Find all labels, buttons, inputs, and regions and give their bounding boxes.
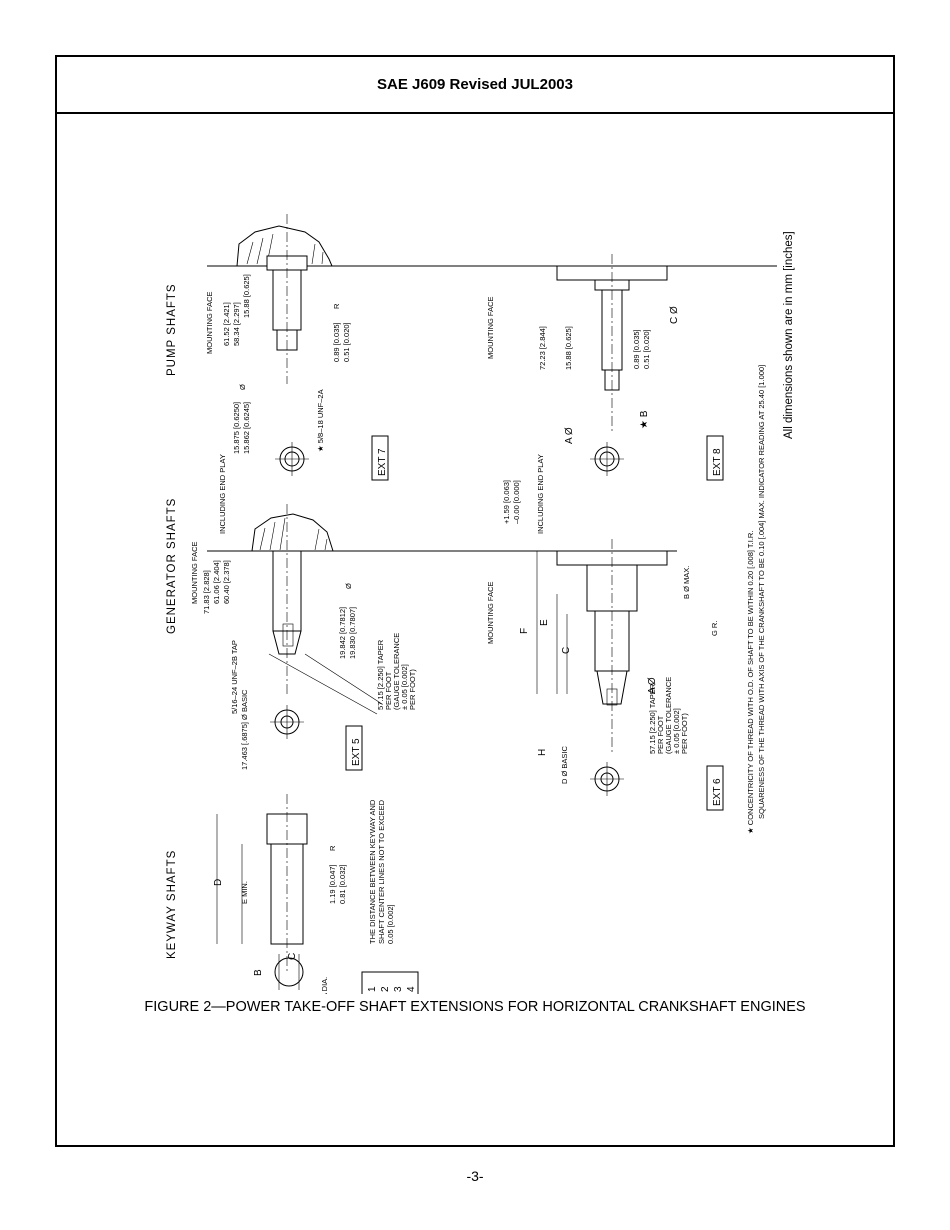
key-radius-r: R <box>328 845 337 851</box>
key-note1: THE DISTANCE BETWEEN KEYWAY AND <box>368 799 377 944</box>
pump-radius-top: 0.89 [0.035] <box>332 322 341 362</box>
pump-mounting-face: MOUNTING FACE <box>205 291 214 354</box>
key-note3: 0.05 [0.002] <box>386 904 395 944</box>
pump-dim-15: 15.88 [0.625] <box>242 274 251 318</box>
gen6-a-dia: A Ø <box>647 677 658 694</box>
ext2-label: EXT 2 <box>380 986 391 994</box>
gen-tap: 5/16–24 UNF–2B TAP <box>230 640 239 714</box>
ext8-drawing <box>556 254 668 476</box>
gen6-c: C <box>561 647 572 654</box>
ext3-label: EXT 3 <box>393 986 404 994</box>
gen6-tol-bot: –0.00 [0.000] <box>512 480 521 524</box>
gen-basic: 17.463 [.6875] Ø BASIC <box>240 689 249 770</box>
gen6-mounting-face: MOUNTING FACE <box>486 581 495 644</box>
key-d: D <box>213 879 224 886</box>
ext8-box <box>706 435 724 481</box>
document-header: SAE J609 Revised JUL2003 <box>57 57 893 114</box>
gen-dim-71: 71.83 [2.828] <box>202 570 211 614</box>
key-a-dia: A DIA. <box>320 977 329 994</box>
pump8-dim-15: 15.88 [0.625] <box>564 326 573 370</box>
key-radius-bot: 0.81 [0.032] <box>338 864 347 904</box>
ext6-label: EXT 6 <box>712 778 723 806</box>
pump-radius-r: R <box>332 303 341 309</box>
pump8-radius-bot: 0.51 [0.020] <box>642 329 651 369</box>
pump-dim-58: 58.34 [2.297] <box>232 302 241 346</box>
gen6-b-max: B Ø MAX. <box>682 566 691 599</box>
ext8-label: EXT 8 <box>712 448 723 476</box>
pump8-c-dia: C Ø <box>669 306 680 324</box>
section-title-pump: PUMP SHAFTS <box>166 283 178 376</box>
technical-drawing: PUMP SHAFTS GENERATOR SHAFTS KEYWAY SHAF… <box>166 214 795 994</box>
gen6-taper3: (GAUGE TOLERANCE <box>664 677 673 754</box>
gen6-end-play: INCLUDING END PLAY <box>536 454 545 534</box>
gen-taper4: ± 0.05 [0.002] <box>400 664 409 710</box>
keyway-drawing <box>216 794 308 990</box>
pump-dia-top: 15.875 [0.6250] <box>232 402 241 454</box>
gen-end-play: INCLUDING END PLAY <box>218 454 227 534</box>
ext6-drawing <box>536 539 668 796</box>
pump-thread: ★ 5/8–18 UNF–2A <box>316 389 325 452</box>
gen-dia-top: 19.842 [0.7812] <box>338 607 347 659</box>
gen6-taper4: ± 0.05 [0.002] <box>672 708 681 754</box>
gen-mounting-face: MOUNTING FACE <box>190 541 199 604</box>
ext7-label: EXT 7 <box>377 448 388 476</box>
gen-taper: 57.15 [2.250] TAPER <box>376 639 385 710</box>
gen6-d-basic: D Ø BASIC <box>560 745 569 784</box>
gen-dia-bot: 19.830 [0.7807] <box>348 607 357 659</box>
gen-taper2: PER FOOT <box>384 671 393 710</box>
ext7-drawing <box>236 214 333 476</box>
key-e-min: E MIN. <box>240 881 249 904</box>
ext1-4-box <box>361 971 419 994</box>
gen6-tol-top: +1.59 [0.063] <box>502 480 511 524</box>
page-number: -3- <box>466 1168 484 1184</box>
ext1-label: EXT 1 <box>367 986 378 994</box>
pump8-dim-72: 72.23 [2.844] <box>538 326 547 370</box>
figure-caption: FIGURE 2—POWER TAKE-OFF SHAFT EXTENSIONS… <box>144 999 806 1015</box>
pump-dim-61: 61.52 [2.421] <box>222 302 231 346</box>
page-frame: SAE J609 Revised JUL2003 <box>55 55 895 1147</box>
note-units: All dimensions shown are in mm [inches] <box>783 231 795 439</box>
gen6-e: E <box>539 619 550 626</box>
section-title-generator: GENERATOR SHAFTS <box>166 498 178 634</box>
gen6-f: F <box>519 628 530 634</box>
gen-dim-61: 61.06 [2.404] <box>212 560 221 604</box>
ext7-box <box>371 435 389 481</box>
gen6-taper: 57.15 [2.250] TAPER <box>648 683 657 754</box>
key-note2: SHAFT CENTER LINES NOT TO EXCEED <box>377 799 386 944</box>
gen6-h: H <box>537 749 548 756</box>
ext5-box <box>345 725 363 771</box>
pump8-b: ★ B <box>639 410 650 429</box>
key-b: B <box>253 969 264 976</box>
ext6-box <box>706 765 724 811</box>
key-c: C <box>287 953 298 960</box>
note-concentricity: ★ CONCENTRICITY OF THREAD WITH O.D. OF S… <box>746 531 755 834</box>
section-title-keyway: KEYWAY SHAFTS <box>166 850 178 959</box>
ext5-drawing <box>251 504 383 739</box>
gen-dim-60: 60.40 [2.378] <box>222 560 231 604</box>
key-radius-top: 1.19 [0.047] <box>328 864 337 904</box>
pump-dia-sym: Ø <box>238 384 247 390</box>
gen6-g-r: G R. <box>710 621 719 636</box>
pump8-a-dia: A Ø <box>564 427 575 444</box>
gen6-taper2: PER FOOT <box>656 715 665 754</box>
note-squareness: SQUARENESS OF THE THREAD WITH AXIS OF TH… <box>757 365 766 819</box>
gen-taper3: (GAUGE TOLERANCE <box>392 633 401 710</box>
gen-dia-sym: Ø <box>344 583 353 589</box>
pump-dia-bot: 15.862 [0.6245] <box>242 402 251 454</box>
ext5-label: EXT 5 <box>351 738 362 766</box>
document-title: SAE J609 Revised JUL2003 <box>377 76 573 93</box>
pump-radius-bot: 0.51 [0.020] <box>342 322 351 362</box>
ext4-label: EXT 4 <box>406 986 417 994</box>
pump8-radius-top: 0.89 [0.035] <box>632 329 641 369</box>
gen6-taper5: PER FOOT) <box>680 713 689 754</box>
pump8-mounting-face: MOUNTING FACE <box>486 296 495 359</box>
gen-taper5: PER FOOT) <box>408 669 417 710</box>
